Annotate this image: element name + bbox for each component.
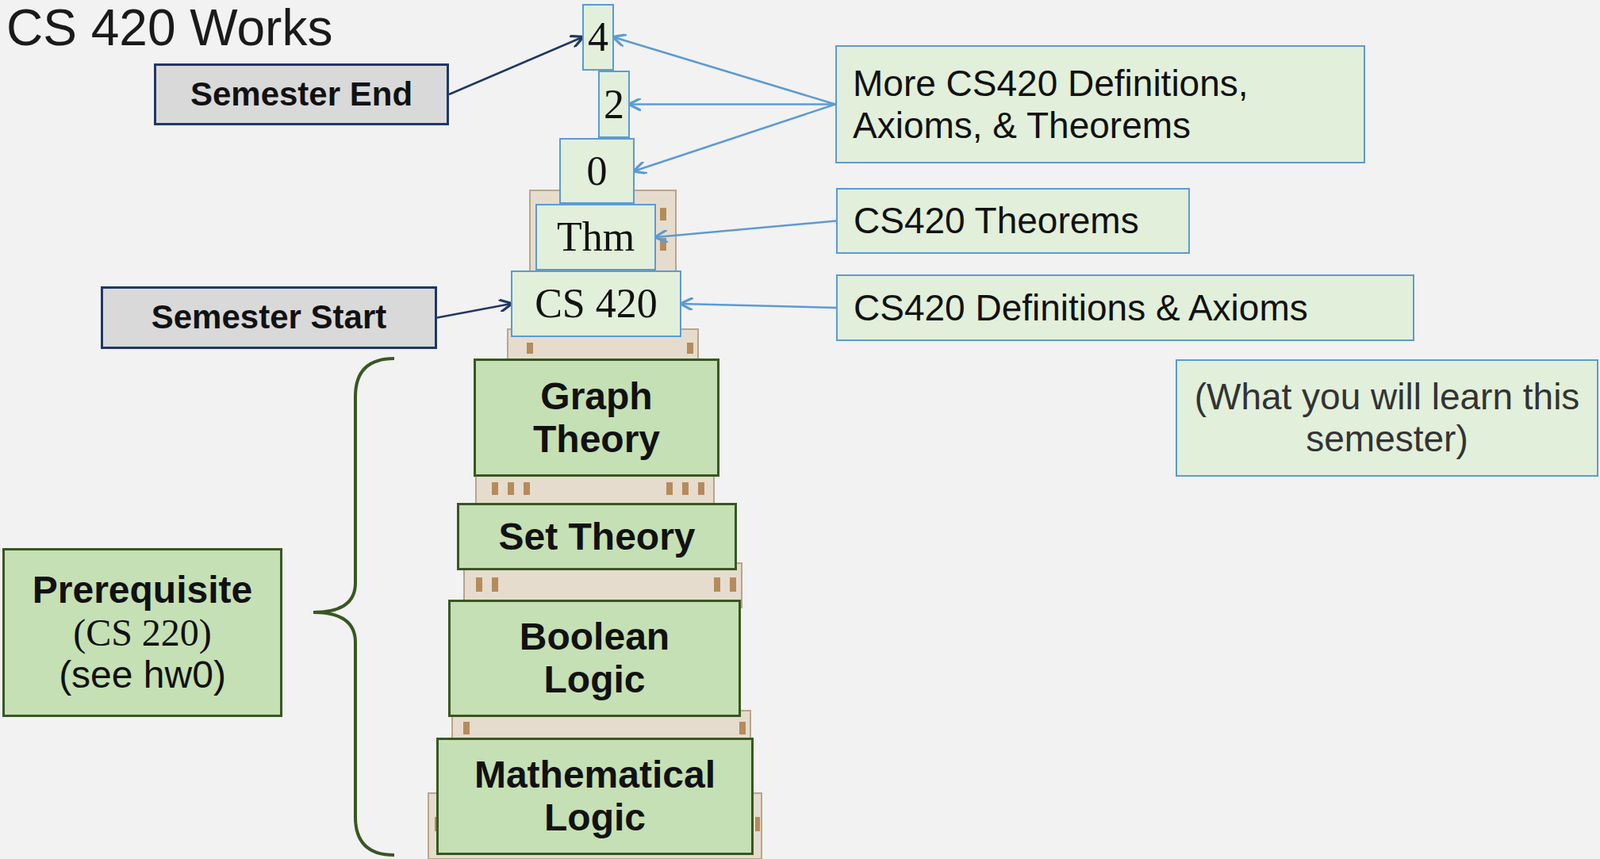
window (682, 482, 689, 495)
window (659, 237, 667, 251)
box-label: CS420 Theorems (853, 199, 1140, 242)
window (491, 577, 499, 592)
note-box: (What you will learn this semester) (1175, 359, 1599, 477)
box-label: Boolean Logic (469, 615, 720, 702)
box-label: CS 420 (534, 283, 658, 325)
window (491, 482, 499, 495)
box-label: Set Theory (498, 515, 695, 559)
window (507, 482, 515, 495)
arrow-connector (437, 303, 511, 319)
window (523, 482, 530, 495)
box-label: 0 (587, 150, 608, 192)
box-label: More CS420 Definitions, Axioms, & Theore… (852, 62, 1348, 147)
window (686, 342, 694, 354)
tower-block: Thm (535, 203, 657, 271)
callout-box: More CS420 Definitions, Axioms, & Theore… (835, 45, 1366, 164)
callout-box: CS420 Definitions & Axioms (836, 274, 1415, 342)
tower-block: CS 420 (510, 270, 682, 338)
prereq-block: Graph Theory (473, 358, 720, 477)
box-label: 4 (587, 16, 609, 58)
tower-tier (529, 190, 676, 278)
curly-brace (313, 358, 395, 856)
tower-block: 2 (598, 70, 630, 139)
box-label: Thm (556, 216, 635, 258)
arrow-connector (613, 37, 836, 105)
window (463, 721, 470, 735)
box-sublabel: (CS 220) (72, 611, 212, 655)
prereq-label: Prerequisite(CS 220)(see hw0) (2, 548, 283, 718)
slide-title: CS 420 Works (6, 0, 333, 56)
window (475, 577, 483, 592)
window (755, 817, 760, 832)
prereq-block: Mathematical Logic (436, 737, 754, 856)
window (729, 577, 737, 592)
box-label: Prerequisite (32, 568, 253, 612)
arrow-connector (634, 104, 836, 172)
tower-block: 4 (582, 3, 614, 71)
prereq-block: Boolean Logic (448, 599, 741, 718)
prereq-block: Set Theory (456, 502, 737, 571)
tower-block: 0 (559, 138, 635, 204)
box-label: Semester Start (151, 299, 387, 336)
window (659, 207, 667, 221)
window (739, 721, 746, 735)
window (666, 482, 673, 495)
time-marker: Semester End (153, 63, 449, 126)
box-label: CS420 Definitions & Axioms (853, 287, 1309, 330)
box-label: Graph Theory (494, 375, 699, 461)
window (713, 577, 721, 592)
box-label: 2 (603, 84, 625, 126)
window (698, 482, 705, 495)
arrow-connector (681, 303, 837, 308)
box-label: Mathematical Logic (457, 753, 733, 840)
callout-box: CS420 Theorems (836, 188, 1190, 254)
time-marker: Semester Start (100, 286, 438, 350)
box-sublabel: (see hw0) (58, 653, 227, 697)
box-label: (What you will learn this semester) (1191, 376, 1583, 461)
arrow-connector (629, 103, 836, 106)
window (526, 342, 534, 354)
arrow-connector (656, 221, 837, 238)
arrow-connector (448, 37, 583, 95)
tower-building (428, 190, 762, 859)
box-label: Semester End (190, 76, 413, 113)
